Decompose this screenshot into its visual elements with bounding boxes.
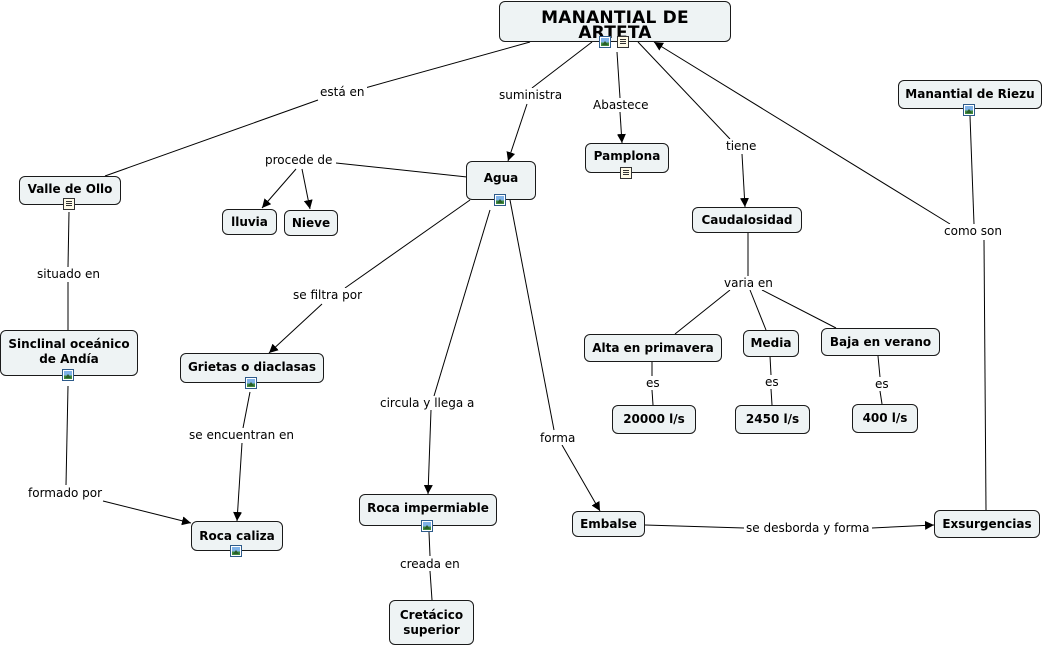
link-label-como-son: como son xyxy=(942,224,1004,238)
link-label-se-filtra-por: se filtra por xyxy=(291,288,365,302)
document-icon[interactable] xyxy=(63,198,75,210)
link-label-circula-y-llega-a: circula y llega a xyxy=(378,396,477,410)
edge-agua-filtra xyxy=(344,199,471,289)
edge-agua-forma xyxy=(509,199,555,431)
image-icon[interactable] xyxy=(230,545,242,557)
link-label-situado-en: situado en xyxy=(35,267,103,281)
edge-arteta-esta-en xyxy=(364,41,531,89)
link-label-formado-por: formado por xyxy=(26,486,104,500)
edge-exsurg-como-son-down xyxy=(983,239,987,511)
edge-roca-creada xyxy=(428,531,431,557)
node-400-ls[interactable]: 400 l/s xyxy=(852,404,918,433)
image-icon[interactable] xyxy=(421,520,433,532)
node-20000-ls[interactable]: 20000 l/s xyxy=(612,405,696,434)
edge-esta-en-valle xyxy=(104,99,319,177)
link-label-tiene: tiene xyxy=(724,139,759,153)
node-lluvia[interactable]: lluvia xyxy=(222,209,277,235)
edge-exsurg-como-son-up xyxy=(653,41,951,225)
edge-suministra-agua xyxy=(506,103,528,162)
edge-baja-es xyxy=(877,355,881,378)
link-label-se-desborda-y-forma: se desborda y forma xyxy=(744,521,872,535)
edge-procede-lluvia xyxy=(261,168,297,209)
image-icon[interactable] xyxy=(963,104,975,116)
edge-agua-circula xyxy=(433,209,491,397)
link-label-suministra: suministra xyxy=(497,88,565,102)
edge-circula-roca xyxy=(423,409,433,495)
image-icon[interactable] xyxy=(245,377,257,389)
edge-formado-caliza xyxy=(102,500,192,526)
edge-arteta-abastece xyxy=(616,51,621,99)
edge-valle-situado xyxy=(67,211,70,268)
edge-es-2450 xyxy=(770,388,773,406)
node-manantial-de-riezu[interactable]: Manantial de Riezu xyxy=(898,80,1042,109)
node-caudalosidad[interactable]: Caudalosidad xyxy=(692,207,802,233)
image-icon[interactable] xyxy=(62,369,74,381)
link-label-creada-en: creada en xyxy=(398,557,462,571)
edge-agua-procede xyxy=(335,162,468,178)
edge-filtra-grietas xyxy=(268,303,323,354)
link-label-forma: forma xyxy=(538,431,578,445)
link-label-varia-en: varia en xyxy=(722,276,775,290)
edge-sinclinal-formado xyxy=(65,385,69,486)
link-label-esta-en: está en xyxy=(318,85,367,99)
document-icon[interactable] xyxy=(617,36,629,48)
edge-es-400 xyxy=(879,390,883,405)
edge-embalse-desborda xyxy=(644,524,745,529)
link-label-es-media: es xyxy=(763,375,781,389)
node-agua[interactable]: Agua xyxy=(466,161,536,200)
edge-varia-alta xyxy=(674,289,731,335)
edge-desborda-exsurg xyxy=(871,520,935,530)
edge-creada-cretacico xyxy=(429,570,433,601)
node-alta-en-primavera[interactable]: Alta en primavera xyxy=(584,334,722,362)
node-exsurgencias[interactable]: Exsurgencias xyxy=(934,510,1040,538)
document-icon[interactable] xyxy=(620,167,632,179)
edge-grietas-encuentran xyxy=(242,391,251,429)
image-icon[interactable] xyxy=(494,194,506,206)
edge-forma-embalse xyxy=(561,444,601,512)
edge-media-es xyxy=(769,355,772,376)
link-label-procede-de: procede de xyxy=(263,153,335,167)
link-label-es-alta: es xyxy=(644,376,662,390)
link-label-se-encuentran-en: se encuentran en xyxy=(187,428,297,442)
node-pamplona[interactable]: Pamplona xyxy=(585,143,669,173)
edge-encuentran-caliza xyxy=(233,442,243,522)
node-media[interactable]: Media xyxy=(743,330,799,357)
edge-es-20000 xyxy=(651,389,654,406)
edge-procede-nieve xyxy=(301,168,313,210)
node-manantial-de-arteta[interactable]: MANANTIAL DE ARTETA xyxy=(499,1,731,42)
image-icon[interactable] xyxy=(599,36,611,48)
edge-tiene-caudal xyxy=(739,153,749,208)
edge-abastece-pamplona xyxy=(616,111,626,144)
edge-varia-media xyxy=(749,289,767,331)
edge-riezu-como-son xyxy=(969,115,975,225)
node-nieve[interactable]: Nieve xyxy=(284,210,338,236)
edge-varia-baja xyxy=(761,289,837,329)
edge-arteta-tiene xyxy=(637,41,731,140)
link-label-abastece: Abastece xyxy=(591,98,651,112)
node-baja-en-verano[interactable]: Baja en verano xyxy=(821,328,940,356)
link-label-es-baja: es xyxy=(873,377,891,391)
edge-arteta-suministra xyxy=(531,41,593,89)
node-2450-ls[interactable]: 2450 l/s xyxy=(735,405,810,434)
node-cretacico-superior[interactable]: Cretácico superior xyxy=(389,600,474,645)
node-embalse[interactable]: Embalse xyxy=(572,511,645,537)
